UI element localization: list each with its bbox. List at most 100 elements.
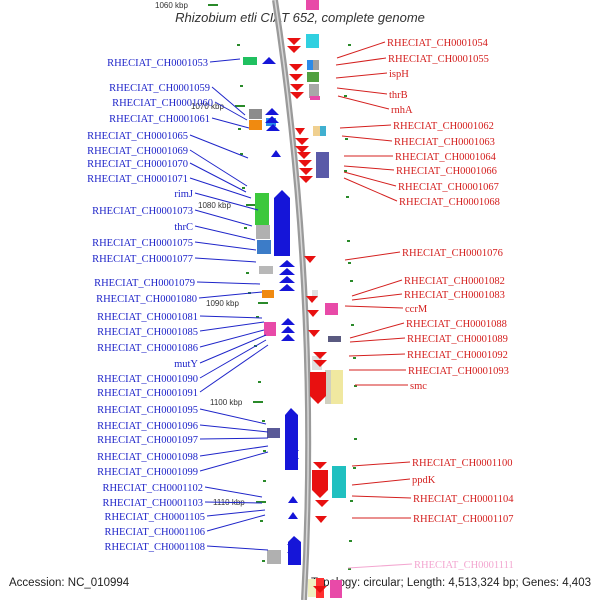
position-dot [242,187,245,189]
gene-label-right[interactable]: RHECIAT_CH0001088 [406,319,507,330]
leader-line-left [199,445,269,457]
leader-line-left [199,329,265,348]
position-dot [349,540,352,542]
gene-label-left[interactable]: RHECIAT_CH0001085 [97,327,198,338]
position-dot [263,480,266,482]
gene-label-left[interactable]: thrC [174,222,193,233]
gene-label-right[interactable]: RHECIAT_CH0001054 [387,38,489,49]
gene-label-left[interactable]: RHECIAT_CH0001096 [97,421,198,432]
gene-label-right[interactable]: RHECIAT_CH0001055 [388,54,489,65]
leader-line-left [206,509,266,517]
leader-line-left [199,408,267,425]
gene-label-left[interactable]: RHECIAT_CH0001077 [92,254,193,265]
position-dot [246,272,249,274]
gene-label-left[interactable]: RHECIAT_CH0001059 [109,83,210,94]
reverse-strand-block [312,470,328,498]
gene-label-right[interactable]: RHECIAT_CH0001067 [398,182,499,193]
annotation-box [306,34,319,48]
gene-label-left[interactable]: RHECIAT_CH0001079 [94,278,195,289]
leader-line-right [336,41,386,59]
gene-label-left[interactable]: RHECIAT_CH0001095 [97,405,198,416]
gene-label-right[interactable]: RHECIAT_CH0001092 [407,350,508,361]
gene-label-left[interactable]: RHECIAT_CH0001091 [97,388,198,399]
leader-line-right [343,171,397,187]
gene-label-left[interactable]: RHECIAT_CH0001070 [87,159,188,170]
gene-label-right[interactable]: rnhA [391,105,413,116]
gene-label-right[interactable]: RHECIAT_CH0001062 [393,121,494,132]
gene-label-right[interactable]: RHECIAT_CH0001068 [399,197,500,208]
reverse-strand-arrow [289,74,303,81]
reverse-strand-arrow [313,586,327,593]
leader-line-left [199,334,267,364]
annotation-box [308,579,316,597]
position-dot [345,138,348,140]
annotation-box [262,290,274,298]
scale-tick-label: 1060 kbp [155,1,188,10]
reverse-strand-arrow [299,168,313,175]
reverse-strand-arrow [313,352,327,359]
gene-label-left[interactable]: RHECIAT_CH0001061 [109,114,210,125]
leader-line-left [199,344,269,393]
gene-label-right[interactable]: ppdK [412,475,436,486]
position-dot [354,385,357,387]
gene-label-left[interactable]: RHECIAT_CH0001099 [97,467,198,478]
gene-label-left[interactable]: RHECIAT_CH0001065 [87,131,188,142]
gene-label-right[interactable]: RHECIAT_CH0001107 [413,514,514,525]
gene-label-left[interactable]: RHECIAT_CH0001060 [112,98,213,109]
gene-label-right[interactable]: RHECIAT_CH0001111 [414,560,514,571]
position-dot [344,170,347,172]
gene-label-left[interactable]: RHECIAT_CH0001071 [87,174,188,185]
gene-label-right[interactable]: RHECIAT_CH0001076 [402,248,503,259]
gene-label-left[interactable]: RHECIAT_CH0001086 [97,343,198,354]
gene-label-right[interactable]: RHECIAT_CH0001104 [413,494,514,505]
forward-strand-arrow [265,108,279,115]
gene-label-left[interactable]: RHECIAT_CH0001080 [96,294,197,305]
gene-label-left[interactable]: RHECIAT_CH0001081 [97,312,198,323]
leader-lines [189,41,413,569]
gene-label-left[interactable]: RHECIAT_CH0001105 [104,512,205,523]
gene-label-right[interactable]: RHECIAT_CH0001064 [395,152,497,163]
forward-strand-arrow [271,150,281,157]
gene-label-left[interactable]: RHECIAT_CH0001090 [97,374,198,385]
reverse-strand-arrow [290,84,304,91]
gene-label-right[interactable]: RHECIAT_CH0001063 [394,137,495,148]
gene-label-right[interactable]: RHECIAT_CH0001100 [412,458,513,469]
leader-line-right [351,279,403,297]
annotation-box [307,72,319,82]
gene-label-left[interactable]: rimJ [174,189,193,200]
gene-label-left[interactable]: RHECIAT_CH0001097 [97,435,198,446]
gene-label-left[interactable]: RHECIAT_CH0001108 [104,542,205,553]
gene-label-left[interactable]: RHECIAT_CH0001053 [107,58,208,69]
gene-label-right[interactable]: thrB [389,90,408,101]
forward-strand-arrow [262,57,276,64]
annotation-box [249,109,262,119]
gene-label-left[interactable]: RHECIAT_CH0001069 [87,146,188,157]
gene-label-left[interactable]: RHECIAT_CH0001103 [102,498,203,509]
leader-line-right [349,337,406,343]
leader-line-left [194,192,259,211]
reverse-strand-arrow [298,160,312,167]
gene-label-right[interactable]: RHECIAT_CH0001082 [404,276,505,287]
gene-label-left[interactable]: RHECIAT_CH0001073 [92,206,193,217]
gene-label-left[interactable]: RHECIAT_CH0001098 [97,452,198,463]
gene-label-right[interactable]: RHECIAT_CH0001093 [408,366,509,377]
forward-strand-block [288,536,301,565]
leader-line-right [335,57,387,66]
gene-label-right[interactable]: RHECIAT_CH0001089 [407,334,508,345]
gene-label-left[interactable]: RHECIAT_CH0001106 [104,527,205,538]
forward-strand-arrow [266,124,280,131]
gene-label-right[interactable]: RHECIAT_CH0001083 [404,290,505,301]
gene-label-right[interactable]: RHECIAT_CH0001066 [396,166,497,177]
gene-label-left[interactable]: mutY [174,359,198,370]
leader-line-right [337,95,390,110]
position-dot [244,227,247,229]
reverse-strand-arrow [307,310,319,317]
leader-line-right [343,165,395,171]
gene-label-right[interactable]: ccrM [405,304,428,315]
gene-label-right[interactable]: ispH [389,69,409,80]
gene-label-left[interactable]: RHECIAT_CH0001102 [102,483,203,494]
gene-label-right[interactable]: smc [410,381,427,392]
annotation-box [264,322,276,336]
gene-label-left[interactable]: RHECIAT_CH0001075 [92,238,193,249]
